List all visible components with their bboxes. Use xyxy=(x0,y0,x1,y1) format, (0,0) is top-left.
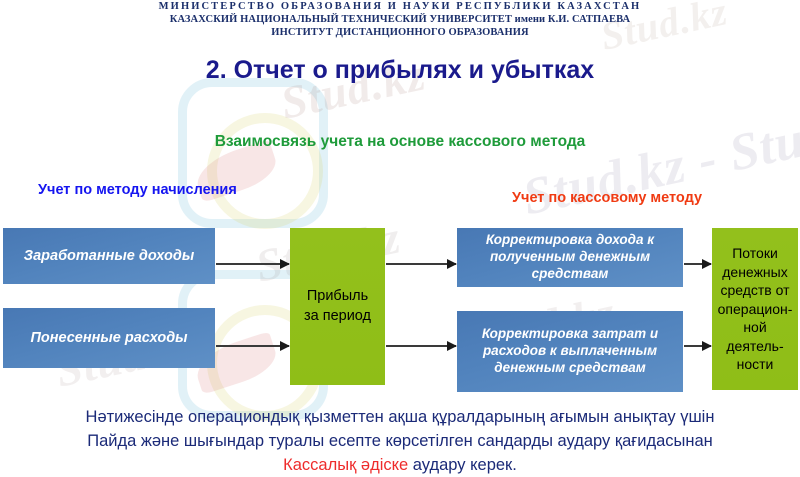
box-label: Потоки денежных средств от операцион-ной… xyxy=(717,245,793,373)
box-label: Корректировка затрат и расходов к выплач… xyxy=(481,326,659,375)
accrual-method-label: Учет по методу начисления xyxy=(38,182,237,198)
arrow-right-icon xyxy=(684,341,712,351)
diagram-box-operating-cash-flows: Потоки денежных средств от операцион-ной… xyxy=(712,228,798,390)
arrow-right-icon xyxy=(684,259,712,269)
diagram-box-income-adjustment: Корректировка дохода к полученным денежн… xyxy=(457,228,683,287)
diagram-box-expense-adjustment: Корректировка затрат и расходов к выплач… xyxy=(457,311,683,392)
arrow-right-icon xyxy=(216,259,290,269)
slide-title: 2. Отчет о прибылях и убытках xyxy=(205,56,595,84)
arrow-right-icon xyxy=(216,341,290,351)
diagram-box-earned-income: Заработанные доходы xyxy=(3,228,215,284)
footer-line-1: Нәтижесінде операциондық қызметтен ақша … xyxy=(85,408,715,426)
footer-highlight: Кассалық әдіске xyxy=(283,455,409,474)
cash-method-label: Учет по кассовому методу xyxy=(512,190,703,206)
arrow-right-icon xyxy=(386,259,457,269)
box-label: Заработанные доходы xyxy=(23,248,195,264)
footer-line-2: Пайда және шығындар туралы есепте көрсет… xyxy=(87,431,713,450)
footer-note: Нәтижесінде операциондық қызметтен ақша … xyxy=(0,406,800,477)
box-label: Корректировка дохода к полученным денежн… xyxy=(485,232,655,281)
box-label: Понесенные расходы xyxy=(30,330,188,346)
footer-line-3: Кассалық әдіске аудару керек. xyxy=(0,454,800,477)
diagram-box-incurred-expenses: Понесенные расходы xyxy=(3,308,215,368)
ministry-line: МИНИСТЕРСТВО ОБРАЗОВАНИЯ И НАУКИ РЕСПУБЛ… xyxy=(158,1,642,12)
footer-line-3-rest: аудару керек. xyxy=(408,455,517,474)
slide-subtitle: Взаимосвязь учета на основе кассового ме… xyxy=(214,133,586,150)
arrow-right-icon xyxy=(386,341,457,351)
university-line: КАЗАХСКИЙ НАЦИОНАЛЬНЫЙ ТЕХНИЧЕСКИЙ УНИВЕ… xyxy=(169,14,631,25)
watermark-text: Stud.kz - Stud.kz xyxy=(518,92,800,227)
institute-line: ИНСТИТУТ ДИСТАНЦИОННОГО ОБРАЗОВАНИЯ xyxy=(271,27,529,38)
watermark-logo-icon xyxy=(178,78,328,229)
